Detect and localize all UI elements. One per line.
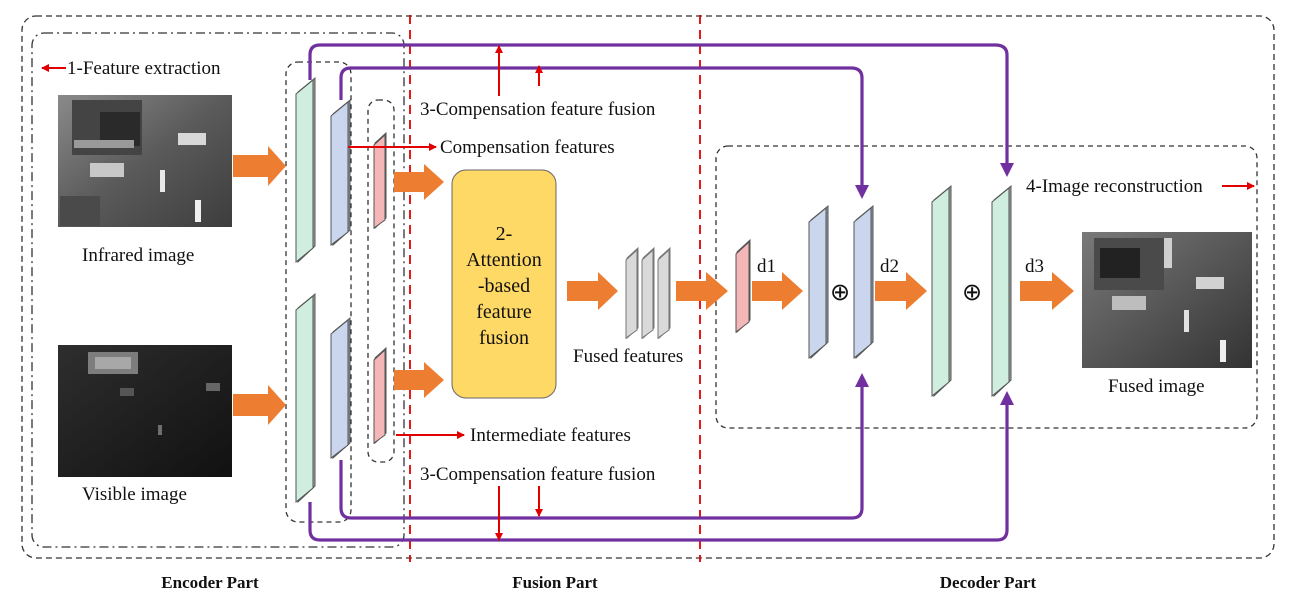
orange-arrow-d3 [1020,272,1074,310]
attention-line-4: feature [476,301,532,323]
orange-arrow-to-decoder [676,272,728,310]
feature-extraction-label: 1-Feature extraction [67,58,221,79]
skip-bottom-outer [308,391,1014,542]
compensation-fusion-bottom-label: 3-Compensation feature fusion [420,464,656,485]
intermediate-features-label: Intermediate features [470,425,631,446]
image-reconstruction-label: 4-Image reconstruction [1026,176,1203,197]
encoder-feature-maps [295,76,387,504]
infrared-image [58,95,232,227]
compensation-features-label: Compensation features [440,137,615,158]
d3-label: d3 [1025,256,1044,277]
fused-image [1082,232,1252,368]
skip-bottom-inner [339,373,869,520]
orange-arrow-inter-in [394,362,444,398]
orange-arrows [233,146,1074,425]
visible-image-label: Visible image [82,484,187,505]
skip-top-inner [339,66,869,199]
attention-box-text: 2- Attention -based feature fusion [466,223,542,349]
orange-arrow-d2 [875,272,927,310]
fused-features-label: Fused features [573,346,683,367]
encoder-features-box [285,61,352,523]
d2-label: d2 [880,256,899,277]
decoder-feature-maps [735,184,1012,398]
infrared-image-label: Infrared image [82,245,194,266]
skip-top-outer [308,43,1014,177]
compensation-fusion-top-label: 3-Compensation feature fusion [420,99,656,120]
orange-arrow-vis [233,385,286,425]
intermediate-features-box [367,99,395,463]
red-arrows [41,45,1255,541]
attention-line-1: 2- [496,223,513,245]
fused-image-label: Fused image [1108,376,1205,397]
encoder-box [31,32,405,548]
orange-arrow-d1 [752,272,803,310]
decoder-part-label: Decoder Part [940,573,1037,592]
orange-arrow-comp-in [394,164,444,200]
fusion-part-label: Fusion Part [512,573,598,592]
encoder-part-label: Encoder Part [161,573,259,592]
attention-line-3: -based [478,275,530,297]
outer-frame [21,15,1275,559]
add-operator-1: ⊕ [830,278,850,306]
visible-image [58,345,232,477]
fused-feature-maps [625,246,671,340]
attention-line-2: Attention [466,249,542,271]
attention-fusion-box [451,169,557,399]
attention-line-5: fusion [479,327,529,349]
skip-connections [308,43,1014,542]
add-operator-2: ⊕ [962,278,982,306]
orange-arrow-to-fused [567,272,618,310]
orange-arrow-ir [233,146,286,186]
d1-label: d1 [757,256,776,277]
